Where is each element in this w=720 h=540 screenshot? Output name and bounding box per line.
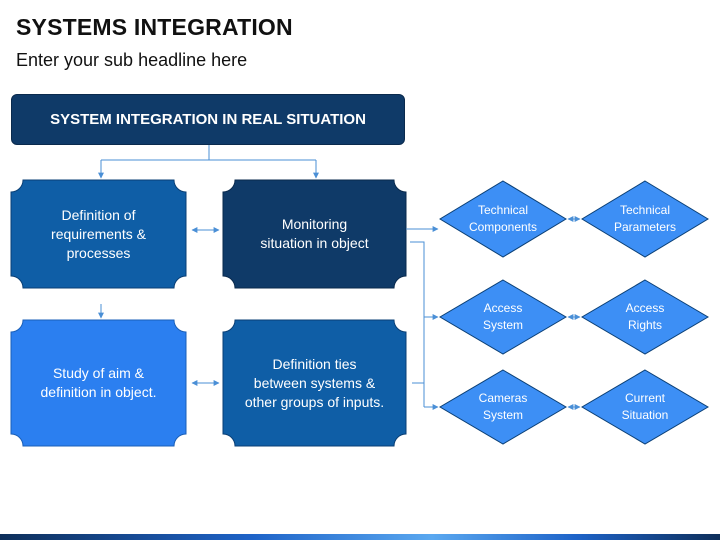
header-box: SYSTEM INTEGRATION IN REAL SITUATION [11, 94, 405, 145]
box-study-shape [10, 319, 187, 447]
box-study-label: Study of aim & definition in object. [40, 365, 157, 400]
diamond-current-situation-shape [581, 369, 709, 445]
connector-header-branch [101, 145, 316, 161]
box-monitoring-label: Monitoring situation in object [260, 216, 369, 251]
footer-bar [0, 534, 720, 540]
page-title: SYSTEMS INTEGRATION [16, 14, 293, 40]
box-monitoring-shape [222, 179, 407, 289]
diamond-technical-parameters-shape [581, 180, 709, 258]
diamond-current-situation-label: Current Situation [621, 391, 669, 422]
diamond-cameras-system-label: Cameras System [478, 391, 528, 422]
connector-monitoring-trunk [410, 241, 425, 407]
diamond-technical-components-label: Technical Components [468, 203, 538, 234]
diamond-technical-parameters-label: Technical Parameters [613, 203, 677, 234]
diamond-technical-components-shape [439, 180, 567, 258]
diamond-access-rights-shape [581, 279, 709, 355]
diamond-access-system-shape [439, 279, 567, 355]
diamond-access-system-label: Access System [482, 301, 523, 332]
box-requirements-label: Definition of requirements & processes [51, 206, 146, 261]
diamond-cameras-system-shape [439, 369, 567, 445]
box-requirements-shape [10, 179, 187, 289]
box-ties-shape [222, 319, 407, 447]
diamond-access-rights-label: Access Rights [625, 301, 665, 332]
box-ties-label: Definition ties between systems & other … [244, 355, 385, 410]
page-subtitle: Enter your sub headline here [16, 50, 248, 70]
